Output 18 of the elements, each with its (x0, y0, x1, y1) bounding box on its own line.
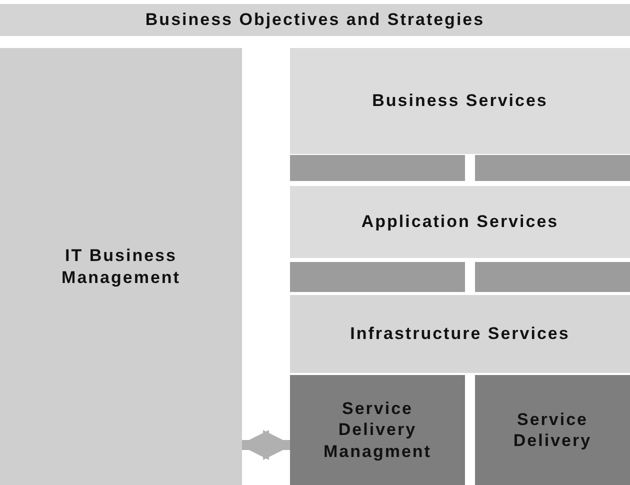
layer-label: Business Services (372, 90, 548, 112)
services-layer (290, 295, 630, 373)
layer-label: Service Delivery (512, 408, 593, 452)
management-column (0, 48, 242, 485)
layer-label: Infrastructure Services (350, 323, 570, 345)
layer-label: Application Services (361, 211, 559, 233)
divider-bar (475, 262, 630, 292)
layer-label: Service Delivery Managment (322, 398, 432, 462)
layer-label: Business Objectives and Strategies (145, 9, 485, 31)
delivery-box (475, 375, 630, 485)
delivery-box (290, 375, 465, 485)
layer-label: IT Business Management (60, 245, 182, 288)
services-layer (290, 186, 630, 258)
services-layer (290, 48, 630, 154)
divider-bar (475, 155, 630, 181)
objectives-band (0, 4, 630, 36)
divider-bar (290, 155, 465, 181)
divider-bar (290, 262, 465, 292)
